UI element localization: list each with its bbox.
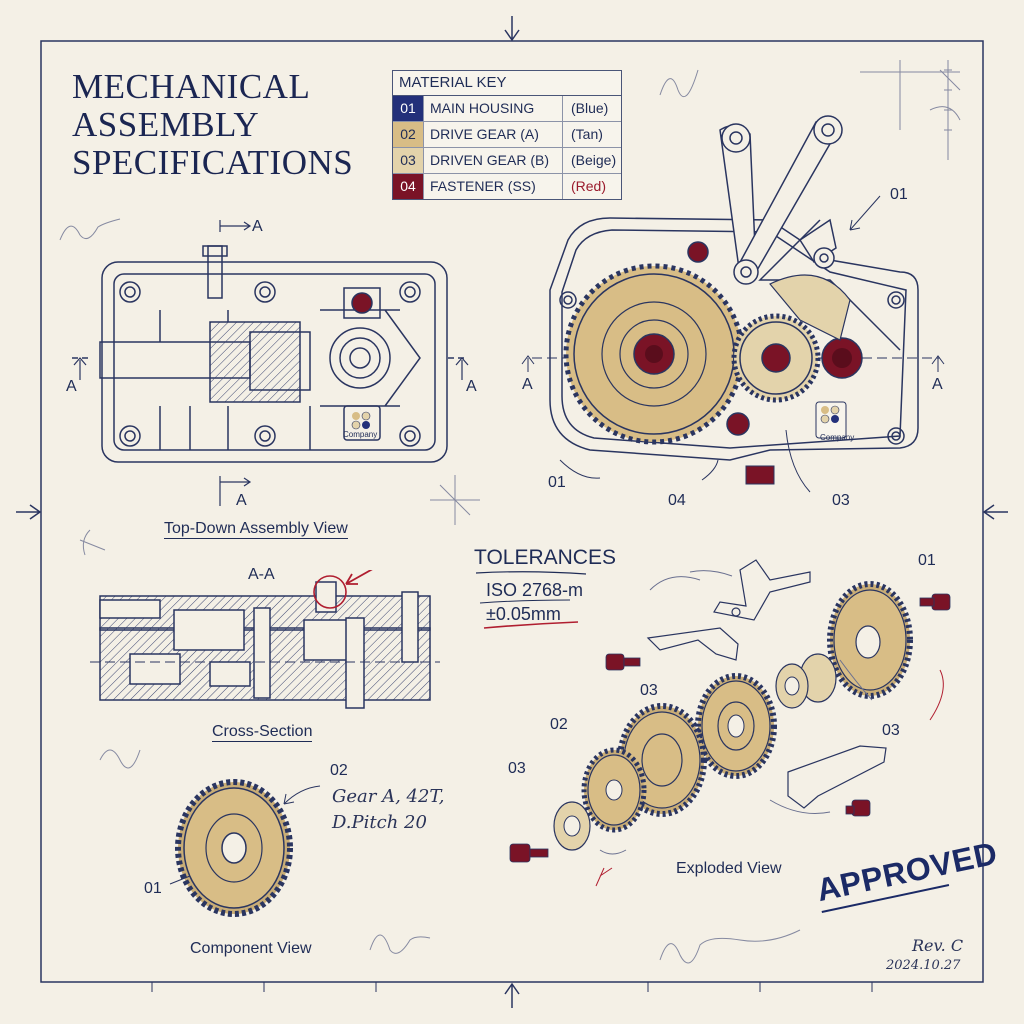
callout-03: 03: [640, 682, 658, 699]
company-logo-label: Company: [343, 430, 378, 439]
callout-01: 01: [890, 186, 908, 203]
company-logo-icon: [815, 401, 847, 439]
exploded-view-caption: Exploded View: [676, 860, 782, 877]
tolerances-heading: TOLERANCES: [474, 546, 616, 569]
material-key-row: 01 MAIN HOUSING (Blue): [393, 96, 621, 122]
company-logo-icon: [351, 411, 371, 430]
border-arrows: [16, 16, 1008, 1008]
callout-04: 04: [668, 492, 686, 509]
material-key-table: MATERIAL KEY 01 MAIN HOUSING (Blue) 02 D…: [392, 70, 622, 200]
callout-01: 01: [548, 474, 566, 491]
section-mark-a: A: [932, 376, 943, 393]
component-gear-drawing: [175, 779, 293, 917]
material-key-row: 02 DRIVE GEAR (A) (Tan): [393, 122, 621, 148]
tolerance-underlines: [475, 571, 587, 629]
callout-03: 03: [882, 722, 900, 739]
company-logo-label: Company: [820, 433, 855, 442]
section-mark-a: A: [252, 218, 263, 235]
section-mark-a: A: [466, 378, 477, 395]
gear-assembly-front-drawing: [521, 115, 945, 493]
border-ticks: [151, 982, 873, 992]
cross-section-drawing: [90, 570, 440, 709]
cross-section-caption: Cross-Section: [212, 723, 313, 742]
callout-01: 01: [144, 880, 162, 897]
sketch-marks: [59, 60, 961, 964]
top-down-view-caption: Top-Down Assembly View: [164, 520, 348, 539]
page-title: MECHANICAL ASSEMBLY SPECIFICATIONS: [72, 67, 354, 182]
top-down-assembly-drawing: [72, 220, 469, 506]
section-mark-a: A: [66, 378, 77, 395]
callout-03: 03: [832, 492, 850, 509]
component-leader-lines: [169, 785, 321, 885]
revision-label: Rev. C: [912, 936, 964, 955]
tolerance-spec: ISO 2768-m ±0.05mm: [486, 580, 584, 624]
callout-03: 03: [508, 760, 526, 777]
material-key-row: 04 FASTENER (SS) (Red): [393, 174, 621, 199]
callout-02: 02: [550, 716, 568, 733]
material-key-header: MATERIAL KEY: [393, 71, 621, 96]
gear-spec-note: Gear A, 42T, D.Pitch 20: [332, 786, 445, 833]
callout-01: 01: [918, 552, 936, 569]
section-mark-a: A: [522, 376, 533, 393]
section-title-aa: A-A: [248, 566, 275, 583]
section-mark-a: A: [236, 492, 247, 509]
exploded-view-drawing: [509, 559, 951, 887]
revision-date: 2024.10.27: [886, 958, 961, 973]
callout-02: 02: [330, 762, 348, 779]
material-key-row: 03 DRIVEN GEAR (B) (Beige): [393, 148, 621, 174]
component-view-caption: Component View: [190, 940, 312, 957]
